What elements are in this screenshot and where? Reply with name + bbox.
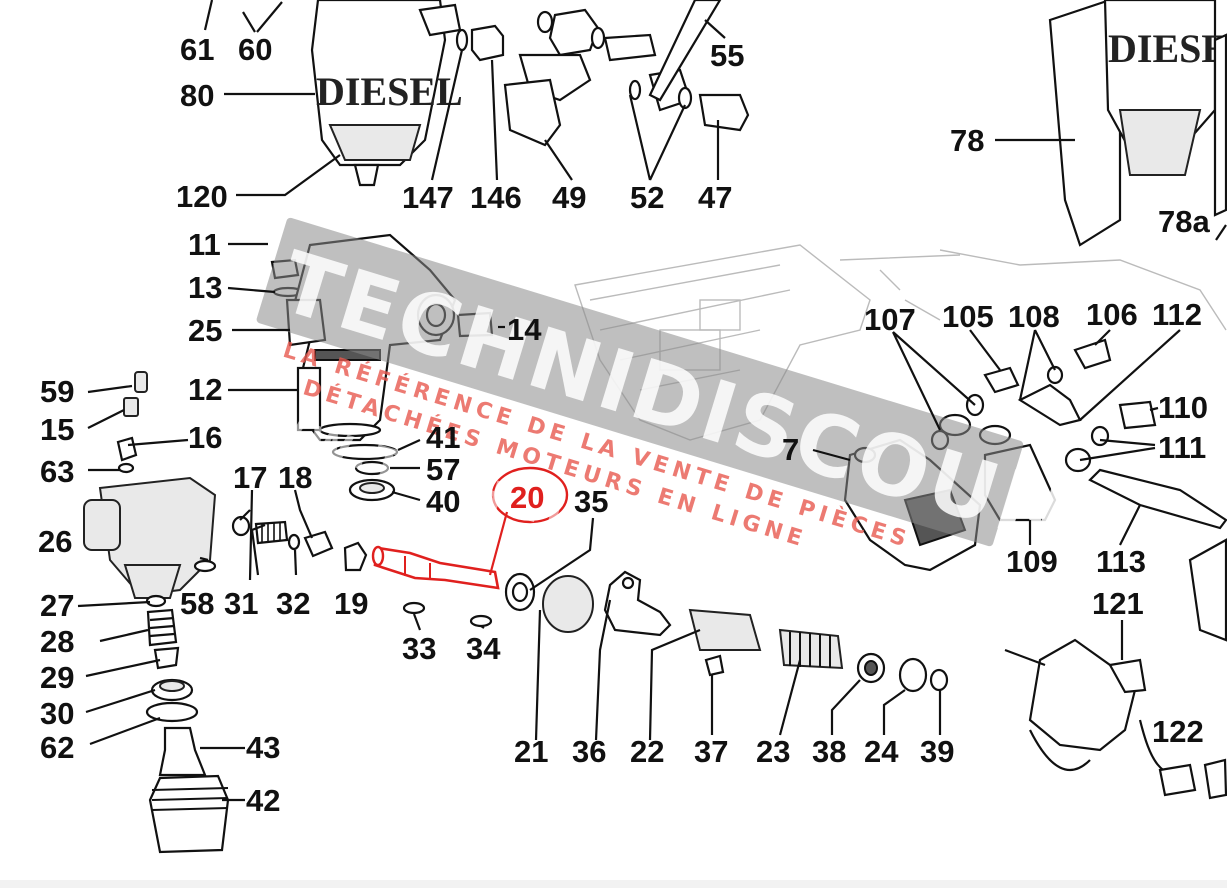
bottom-edge <box>0 880 1227 888</box>
label-37: 37 <box>694 734 728 769</box>
label-19: 19 <box>334 586 368 621</box>
part-labels: 61 60 80 120 147 146 49 52 47 55 78 78a … <box>38 32 1210 818</box>
valve-stack <box>145 594 230 854</box>
label-61: 61 <box>180 32 214 67</box>
label-146: 146 <box>470 180 522 215</box>
label-7: 7 <box>782 432 799 467</box>
label-20-highlighted: 20 <box>510 480 544 515</box>
label-106: 106 <box>1086 297 1138 332</box>
label-78a: 78a <box>1158 204 1210 239</box>
label-113: 113 <box>1096 544 1146 579</box>
label-23: 23 <box>756 734 790 769</box>
part-20-highlight <box>371 466 569 590</box>
label-122: 122 <box>1152 714 1204 749</box>
label-21: 21 <box>514 734 548 769</box>
label-120: 120 <box>176 179 228 214</box>
label-22: 22 <box>630 734 664 769</box>
label-13: 13 <box>188 270 222 305</box>
label-112: 112 <box>1152 297 1202 332</box>
housing-26 <box>83 476 217 599</box>
label-26: 26 <box>38 524 72 559</box>
label-59: 59 <box>40 374 74 409</box>
small-parts-row <box>193 515 368 573</box>
label-47: 47 <box>698 180 732 215</box>
label-58: 58 <box>180 586 214 621</box>
small-parts-left <box>116 371 148 474</box>
label-111: 111 <box>1158 430 1206 465</box>
label-28: 28 <box>40 624 74 659</box>
lift-pump-121 <box>1004 538 1227 800</box>
parts-23-38-24-39 <box>778 628 949 693</box>
filter-78-brand: DIESEL <box>1108 26 1227 71</box>
label-105: 105 <box>942 299 994 334</box>
label-60: 60 <box>238 32 272 67</box>
label-35: 35 <box>574 484 608 519</box>
label-39: 39 <box>920 734 954 769</box>
label-55: 55 <box>710 38 744 73</box>
label-18: 18 <box>278 460 312 495</box>
right-fittings <box>965 338 1227 530</box>
label-42: 42 <box>246 783 280 818</box>
watermark: TECHNIDISCOUNT LA RÉFÉRENCE DE LA VENTE … <box>206 217 1141 663</box>
label-107: 107 <box>864 302 916 337</box>
label-109: 109 <box>1006 544 1058 579</box>
label-12: 12 <box>188 372 222 407</box>
label-17: 17 <box>233 460 267 495</box>
label-30: 30 <box>40 696 74 731</box>
label-40: 40 <box>426 484 460 519</box>
label-108: 108 <box>1008 299 1060 334</box>
label-33: 33 <box>402 631 436 666</box>
label-38: 38 <box>812 734 846 769</box>
label-29: 29 <box>40 660 74 695</box>
label-62: 62 <box>40 730 74 765</box>
fuel-filter-80: DIESEL <box>310 0 463 187</box>
label-52: 52 <box>630 180 664 215</box>
label-32: 32 <box>276 586 310 621</box>
label-49: 49 <box>552 180 586 215</box>
label-121: 121 <box>1092 586 1144 621</box>
label-16: 16 <box>188 420 222 455</box>
label-43: 43 <box>246 730 280 765</box>
parts-21-35 <box>402 572 594 633</box>
rings-41-57-40 <box>331 443 399 502</box>
label-11: 11 <box>188 227 221 262</box>
filter-80-brand: DIESEL <box>316 69 463 114</box>
label-147: 147 <box>402 180 454 215</box>
label-24: 24 <box>864 734 899 769</box>
label-57: 57 <box>426 452 460 487</box>
fuel-filter-78: DIESEL <box>1048 0 1227 247</box>
label-31: 31 <box>224 586 258 621</box>
part-20-circle <box>491 466 569 524</box>
label-27: 27 <box>40 588 74 623</box>
label-78: 78 <box>950 123 984 158</box>
label-41: 41 <box>426 420 460 455</box>
label-34: 34 <box>466 631 501 666</box>
label-80: 80 <box>180 78 214 113</box>
label-15: 15 <box>40 412 74 447</box>
label-63: 63 <box>40 454 74 489</box>
label-14: 14 <box>507 312 542 347</box>
top-fittings <box>455 0 750 147</box>
parts-36-22-37 <box>603 570 762 677</box>
leader-lines <box>77 0 1227 802</box>
label-36: 36 <box>572 734 606 769</box>
label-25: 25 <box>188 313 222 348</box>
label-110: 110 <box>1158 390 1208 425</box>
